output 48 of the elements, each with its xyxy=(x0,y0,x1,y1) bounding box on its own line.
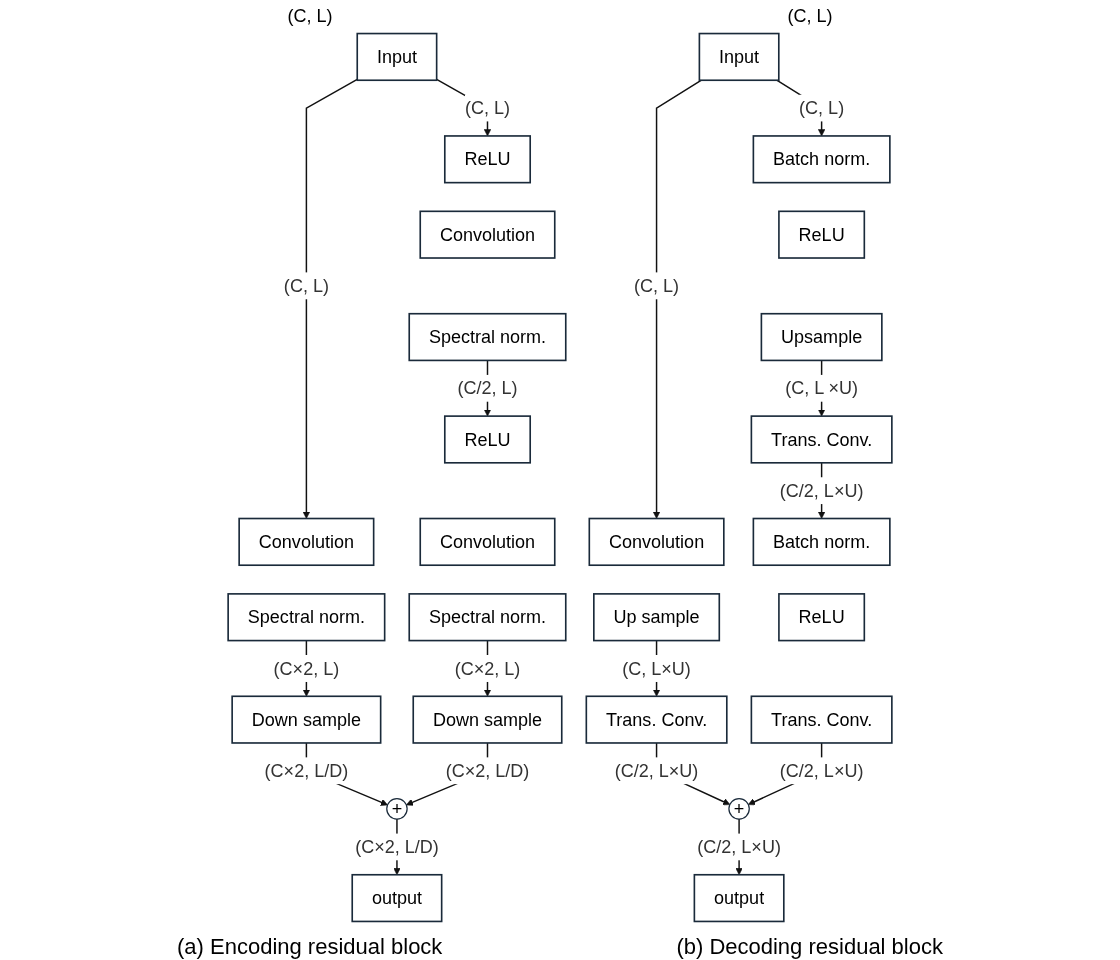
node-box: output xyxy=(351,873,443,923)
node-box: output xyxy=(693,873,785,923)
node-box: Upsample xyxy=(760,312,883,362)
node-box: Spectral norm. xyxy=(408,312,567,362)
edge-label: (C, L ×U) xyxy=(785,378,859,399)
node-box: Trans. Conv. xyxy=(750,695,893,744)
edge-label: (C, L) xyxy=(799,97,845,119)
node-box: Trans. Conv. xyxy=(585,695,728,744)
node-box: ReLU xyxy=(443,415,532,464)
panel-caption: (b) Decoding residual block xyxy=(676,934,943,960)
edge-label: (C, L) xyxy=(283,275,329,297)
edge-label: (C×2, L/D) xyxy=(445,760,530,782)
edge-label: (C×2, L) xyxy=(273,658,340,679)
shape-label: (C, L) xyxy=(287,6,333,27)
edge-label: (C/2, L×U) xyxy=(779,480,864,501)
edge-label: (C/2, L×U) xyxy=(614,760,699,782)
edge-label: (C×2, L) xyxy=(454,658,521,679)
node-box: Input xyxy=(698,32,780,82)
node-box: Spectral norm. xyxy=(227,593,386,642)
node-box: Trans. Conv. xyxy=(750,415,893,464)
node-circle: + xyxy=(728,798,750,820)
node-box: Down sample xyxy=(231,695,382,744)
node-box: Up sample xyxy=(593,593,721,642)
node-box: Input xyxy=(356,32,438,82)
edge-label: (C/2, L×U) xyxy=(697,836,781,858)
node-box: Down sample xyxy=(412,695,563,744)
node-box: Batch norm. xyxy=(752,135,891,184)
arrow xyxy=(302,78,358,519)
node-box: Spectral norm. xyxy=(408,593,567,642)
node-box: Convolution xyxy=(238,517,375,567)
node-box: ReLU xyxy=(778,210,866,259)
node-circle: + xyxy=(386,798,408,820)
arrow xyxy=(652,79,703,519)
edge-label: (C, L) xyxy=(464,97,511,119)
edge-label: (C/2, L×U) xyxy=(779,760,864,782)
edge-label: (C×2, L/D) xyxy=(264,760,349,782)
edge-label: (C/2, L) xyxy=(457,378,518,399)
node-box: Convolution xyxy=(419,210,556,259)
edge-label: (C×2, L/D) xyxy=(355,836,439,858)
node-box: Convolution xyxy=(588,517,725,567)
node-box: ReLU xyxy=(778,593,866,642)
node-box: ReLU xyxy=(443,135,532,184)
shape-label: (C, L) xyxy=(787,6,833,27)
node-box: Batch norm. xyxy=(752,517,891,567)
node-box: Convolution xyxy=(419,517,556,567)
edge-label: (C, L) xyxy=(634,275,680,297)
edge-label: (C, L×U) xyxy=(622,658,691,679)
panel-caption: (a) Encoding residual block xyxy=(177,934,443,960)
